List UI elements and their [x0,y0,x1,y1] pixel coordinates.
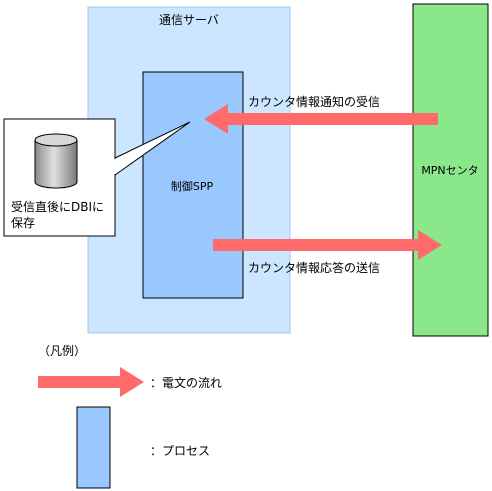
legend-title: （凡例） [38,344,86,358]
mpn-label: MPNセンタ [421,164,478,177]
legend-process-label: ：プロセス [150,444,210,458]
send-arrow [213,230,442,260]
legend-process-box [76,406,111,489]
process-label: 制御SPP [171,179,214,193]
receive-arrow [204,104,438,134]
legend-arrow [38,367,144,397]
send-flow-label: カウンタ情報応答の送信 [248,260,380,275]
database-icon [34,133,78,189]
mpn-box [412,3,489,337]
server-label: 通信サーバ [159,13,219,27]
receive-flow-label: カウンタ情報通知の受信 [248,95,380,109]
legend-message-flow-label: ：電文の流れ [150,375,222,390]
callout-line-2: 保存 [11,216,35,230]
callout-line-1: 受信直後にDBIに [11,200,104,214]
